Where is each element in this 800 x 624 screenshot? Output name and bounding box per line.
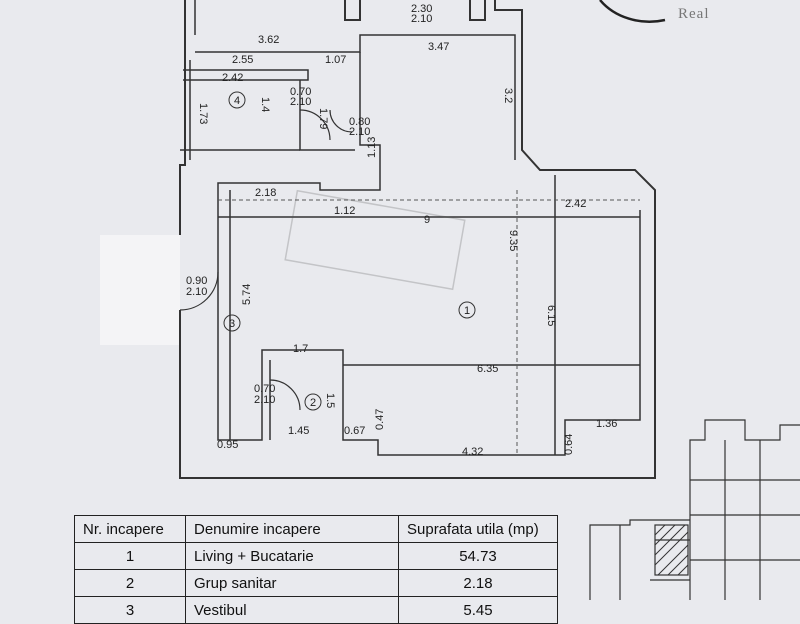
- svg-text:2.10: 2.10: [254, 394, 275, 406]
- svg-text:0.80: 0.80: [349, 116, 370, 128]
- svg-text:2.10: 2.10: [349, 126, 370, 138]
- dim-label: 1.7: [293, 343, 308, 355]
- door-label-bath2: 0.70 2.10: [254, 383, 275, 406]
- door-label-entry: 2.30 2.10: [411, 3, 432, 25]
- dim-label: 0.95: [217, 439, 238, 451]
- logo-text: Real: [678, 6, 710, 22]
- dim-label: 1.12: [334, 205, 355, 217]
- dim-label: 2.55: [232, 54, 253, 66]
- door-swing-room3: [179, 271, 219, 311]
- dim-label: 2.18: [255, 187, 276, 199]
- table-header-row: Nr. incapere Denumire incapere Suprafata…: [74, 515, 558, 543]
- table-row: 1 Living + Bucatarie 54.73: [74, 542, 558, 570]
- door-swing-bath2: [269, 379, 301, 411]
- table-row: 3 Vestibul 5.45: [74, 596, 558, 624]
- svg-text:0.70: 0.70: [290, 86, 311, 98]
- dim-label: 4.32: [462, 446, 483, 458]
- dim-label: 2.42: [565, 198, 586, 210]
- dim-label: 3.47: [428, 41, 449, 53]
- svg-text:2.10: 2.10: [186, 286, 207, 298]
- door-swings: [179, 109, 353, 411]
- dim-label: 6.35: [477, 363, 498, 375]
- door-label-room3: 0.90 2.10: [186, 275, 207, 298]
- dim-label: 6.15: [545, 305, 557, 326]
- room-number-cell: 1: [74, 542, 186, 570]
- dim-label: 1.73: [197, 103, 209, 124]
- table-row: 2 Grup sanitar 2.18: [74, 569, 558, 597]
- dim-label: 1.5: [324, 393, 336, 408]
- column-header: Nr. incapere: [74, 515, 186, 543]
- dim-label: 2.42: [222, 72, 243, 84]
- svg-text:1: 1: [464, 305, 470, 317]
- room-marker-4: 4: [228, 91, 246, 109]
- door-label-bath4: 0.70 2.10: [290, 86, 311, 108]
- building-key-plan: [589, 419, 800, 600]
- stamp: [284, 189, 466, 291]
- room-name-cell: Grup sanitar: [185, 569, 399, 597]
- room-area-cell: 2.18: [398, 569, 558, 597]
- room-area-cell: 5.45: [398, 596, 558, 624]
- selected-unit-hatch: [654, 524, 689, 576]
- dimension-guides: [218, 190, 640, 455]
- room-area-cell: 54.73: [398, 542, 558, 570]
- column-header: Denumire incapere: [185, 515, 399, 543]
- outer-walls: [179, 0, 656, 479]
- dim-label: 3.62: [258, 34, 279, 46]
- room-marker-3: 3: [223, 314, 241, 332]
- dim-label: 1.07: [325, 54, 346, 66]
- dim-label: 0.47: [374, 409, 386, 430]
- room-number-cell: 2: [74, 569, 186, 597]
- dim-label: 1.13: [366, 137, 378, 158]
- scan-artifact: [100, 235, 180, 345]
- dim-label: 5.74: [241, 284, 253, 305]
- dim-label: 1.36: [596, 418, 617, 430]
- dim-label: 1.45: [288, 425, 309, 437]
- dim-label: 9: [424, 214, 430, 226]
- room-number-cell: 3: [74, 596, 186, 624]
- room-area-table: Nr. incapere Denumire incapere Suprafata…: [74, 515, 558, 624]
- svg-text:2.30: 2.30: [411, 3, 432, 15]
- svg-text:2.10: 2.10: [411, 13, 432, 25]
- inner-walls: [180, 0, 641, 456]
- svg-text:2: 2: [310, 397, 316, 409]
- svg-text:3: 3: [229, 318, 235, 330]
- logo-arc-icon: [599, 0, 666, 23]
- room-marker-1: 1: [458, 301, 476, 319]
- dim-label: 0.67: [344, 425, 365, 437]
- dim-label: 3.2: [502, 88, 514, 103]
- dim-label: 1.79: [317, 108, 329, 129]
- svg-text:0.90: 0.90: [186, 275, 207, 287]
- room-name-cell: Living + Bucatarie: [185, 542, 399, 570]
- room-marker-2: 2: [304, 393, 322, 411]
- svg-text:0.70: 0.70: [254, 383, 275, 395]
- door-swing-bath4: [299, 109, 331, 141]
- column-header: Suprafata utila (mp): [398, 515, 558, 543]
- svg-text:2.10: 2.10: [290, 96, 311, 108]
- floor-plan: Real 3.62 2.55 1.07 3.47 2.42 1.73 1.4 1…: [100, 0, 800, 600]
- dim-label: 1.4: [259, 97, 271, 112]
- dim-label: 0.64: [563, 434, 575, 455]
- dim-label: 9.35: [507, 230, 519, 251]
- room-name-cell: Vestibul: [185, 596, 399, 624]
- door-label-hall: 0.80 2.10: [349, 116, 370, 138]
- svg-text:4: 4: [234, 95, 240, 107]
